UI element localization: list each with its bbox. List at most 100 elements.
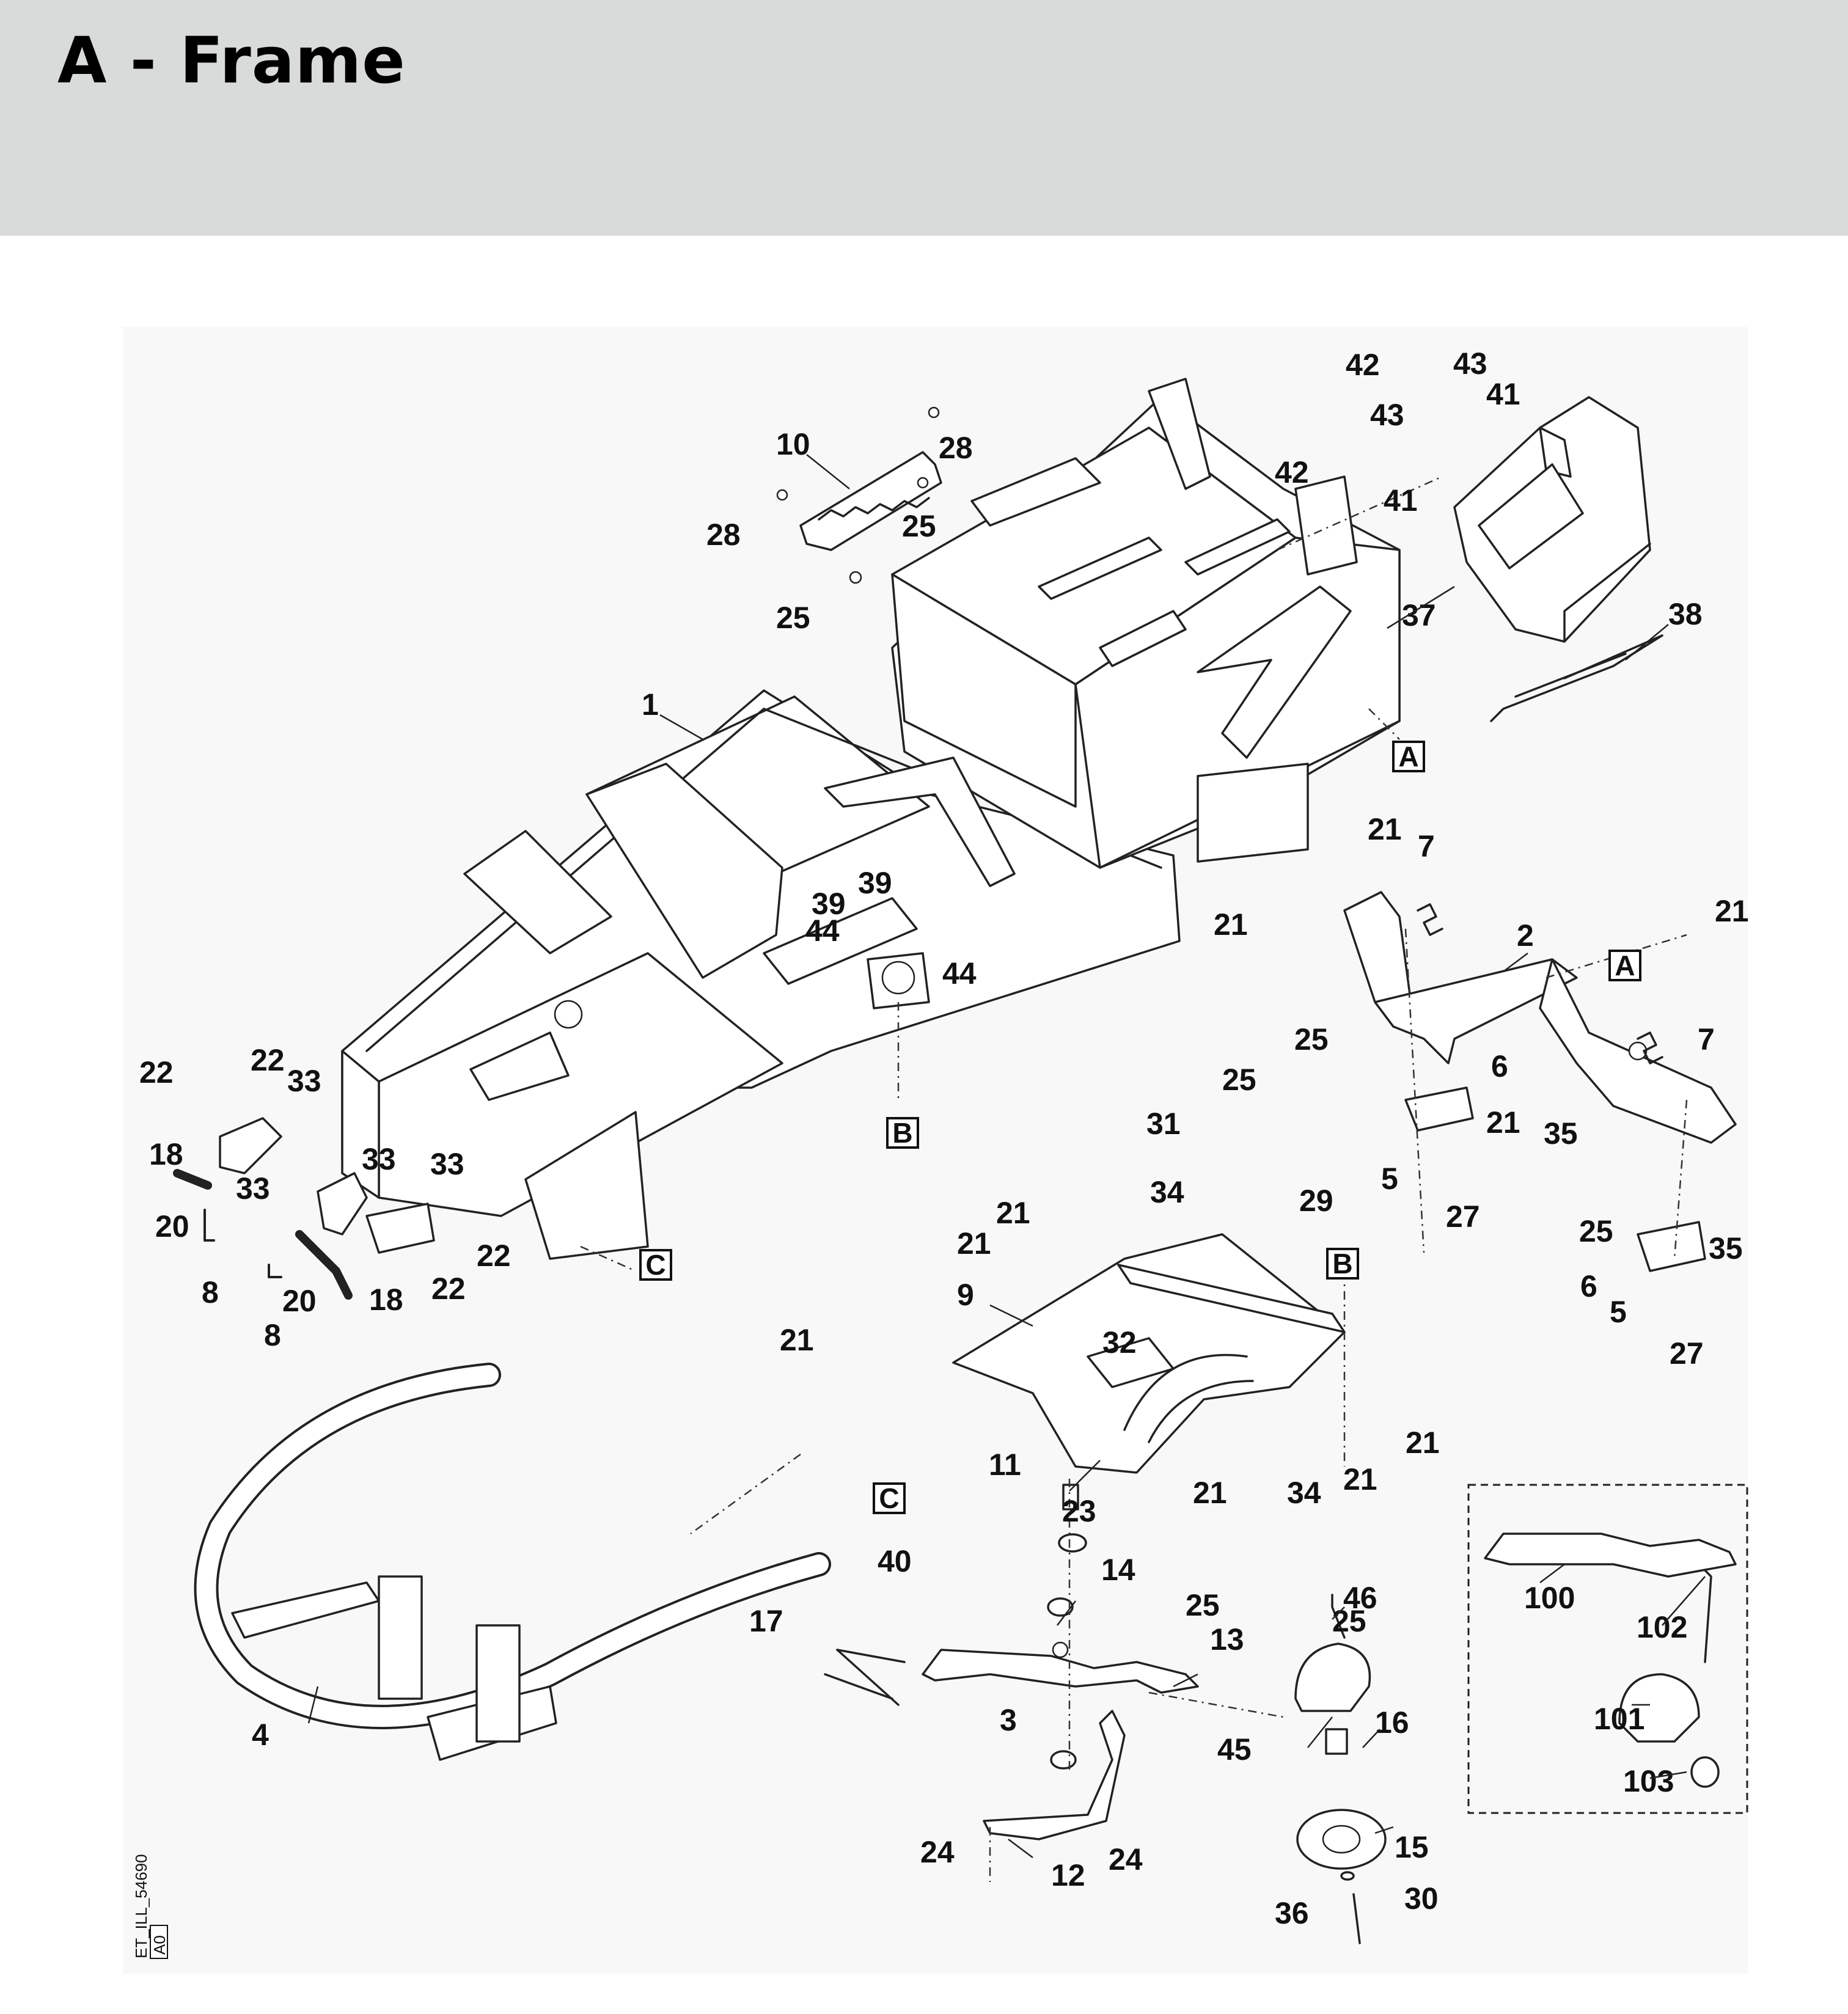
callouts: 1 2 3 4 5 5 6 6 7 7 8 8 9 10 11 12 13 14… [139, 346, 1749, 1930]
svg-text:C: C [645, 1249, 666, 1281]
ref-box-a: A [1392, 741, 1425, 772]
callout: 45 [1217, 1732, 1252, 1767]
callout: 12 [1051, 1858, 1085, 1892]
callout: 15 [1395, 1830, 1429, 1864]
callout: 101 [1594, 1702, 1645, 1736]
page-title: A - Frame [57, 23, 406, 98]
callout: 44 [942, 956, 977, 991]
callout: 13 [1210, 1622, 1244, 1657]
callout: 5 [1610, 1295, 1627, 1329]
callout: 35 [1544, 1116, 1578, 1151]
callout: 44 [805, 914, 840, 948]
ref-box-c: C [873, 1482, 906, 1514]
callout: 41 [1486, 377, 1520, 411]
svg-text:ET_ILL_54690: ET_ILL_54690 [132, 1854, 150, 1958]
callout: 42 [1346, 348, 1380, 382]
callout: 7 [1418, 829, 1435, 863]
callout: 25 [902, 509, 936, 543]
callout: 16 [1375, 1705, 1409, 1740]
ref-box-c: C [639, 1249, 672, 1281]
callout: 22 [477, 1239, 511, 1273]
callout: 25 [1579, 1214, 1613, 1248]
callout: 21 [1486, 1105, 1520, 1140]
battery-tray [1453, 396, 1663, 722]
callout: 8 [264, 1318, 281, 1352]
callout: 46 [1343, 1581, 1377, 1615]
svg-text:A0: A0 [150, 1935, 169, 1955]
callout: 3 [1000, 1703, 1017, 1737]
callout: 43 [1370, 398, 1404, 432]
callout: 23 [1062, 1494, 1096, 1528]
callout: 25 [1186, 1588, 1220, 1622]
callout: 29 [1299, 1184, 1333, 1218]
front-bumper [194, 1363, 831, 1761]
callout: 22 [251, 1043, 285, 1077]
callout: 6 [1580, 1269, 1597, 1303]
callout: 25 [1222, 1063, 1256, 1097]
svg-text:B: B [1332, 1248, 1352, 1280]
callout: 20 [155, 1209, 189, 1243]
reference-boxes: A A B B C C [639, 741, 1641, 1514]
callout: 9 [957, 1278, 974, 1312]
ref-box-b: B [1326, 1248, 1359, 1280]
callout: 21 [780, 1323, 814, 1357]
callout: 38 [1668, 597, 1703, 631]
callout: 27 [1670, 1336, 1704, 1371]
callout: 21 [957, 1226, 991, 1261]
callout: 34 [1287, 1476, 1321, 1510]
callout: 28 [939, 431, 973, 465]
callout: 18 [369, 1283, 403, 1317]
callout: 17 [749, 1604, 783, 1638]
callout: 21 [1368, 812, 1402, 846]
callout: 4 [252, 1718, 269, 1752]
callout: 21 [1406, 1426, 1440, 1460]
callout: 21 [1193, 1476, 1227, 1510]
callout: 5 [1381, 1162, 1398, 1196]
svg-text:B: B [892, 1117, 912, 1149]
leader-lines [307, 454, 1706, 1858]
ref-box-b: B [886, 1117, 919, 1149]
callout: 20 [282, 1284, 317, 1318]
front-axle [1343, 891, 1737, 1272]
main-frame [341, 378, 1401, 1260]
part-10-bracket [776, 406, 942, 584]
callout: 18 [149, 1137, 183, 1171]
callout: 43 [1453, 346, 1487, 381]
callout: 36 [1275, 1896, 1309, 1930]
callout: 42 [1275, 455, 1309, 489]
pulley-assembly [1294, 1594, 1387, 1944]
callout: 100 [1524, 1581, 1575, 1615]
callout: 28 [706, 518, 741, 552]
callout: 21 [996, 1196, 1030, 1230]
document-code: ET_ILL_54690 A0 [132, 1854, 169, 1959]
assembly-lines [580, 475, 1688, 1882]
callout: 24 [1109, 1842, 1143, 1877]
callout: 33 [362, 1142, 396, 1176]
callout: 11 [989, 1448, 1021, 1482]
callout: 1 [642, 687, 659, 722]
callout: 25 [1332, 1604, 1366, 1638]
callout: 41 [1384, 483, 1418, 518]
callout: 6 [1491, 1049, 1508, 1083]
callout: 21 [1715, 894, 1749, 928]
callout: 33 [236, 1171, 270, 1206]
callout: 35 [1709, 1231, 1743, 1265]
callout: 25 [1294, 1022, 1329, 1056]
callout: 22 [139, 1055, 174, 1089]
callout: 30 [1404, 1881, 1439, 1916]
callout: 39 [812, 887, 846, 921]
callout: 8 [202, 1275, 219, 1309]
callout: 27 [1446, 1199, 1480, 1234]
svg-text:A: A [1615, 950, 1635, 981]
callout: 103 [1623, 1764, 1674, 1798]
callout: 31 [1146, 1107, 1181, 1141]
callout: 22 [431, 1272, 466, 1306]
callout: 25 [776, 601, 810, 635]
inset-detail [1467, 1484, 1748, 1814]
callout: 10 [776, 427, 810, 461]
callout: 21 [1214, 907, 1248, 942]
callout: 39 [858, 866, 892, 900]
callout: 33 [430, 1147, 464, 1181]
callout: 32 [1102, 1325, 1137, 1360]
